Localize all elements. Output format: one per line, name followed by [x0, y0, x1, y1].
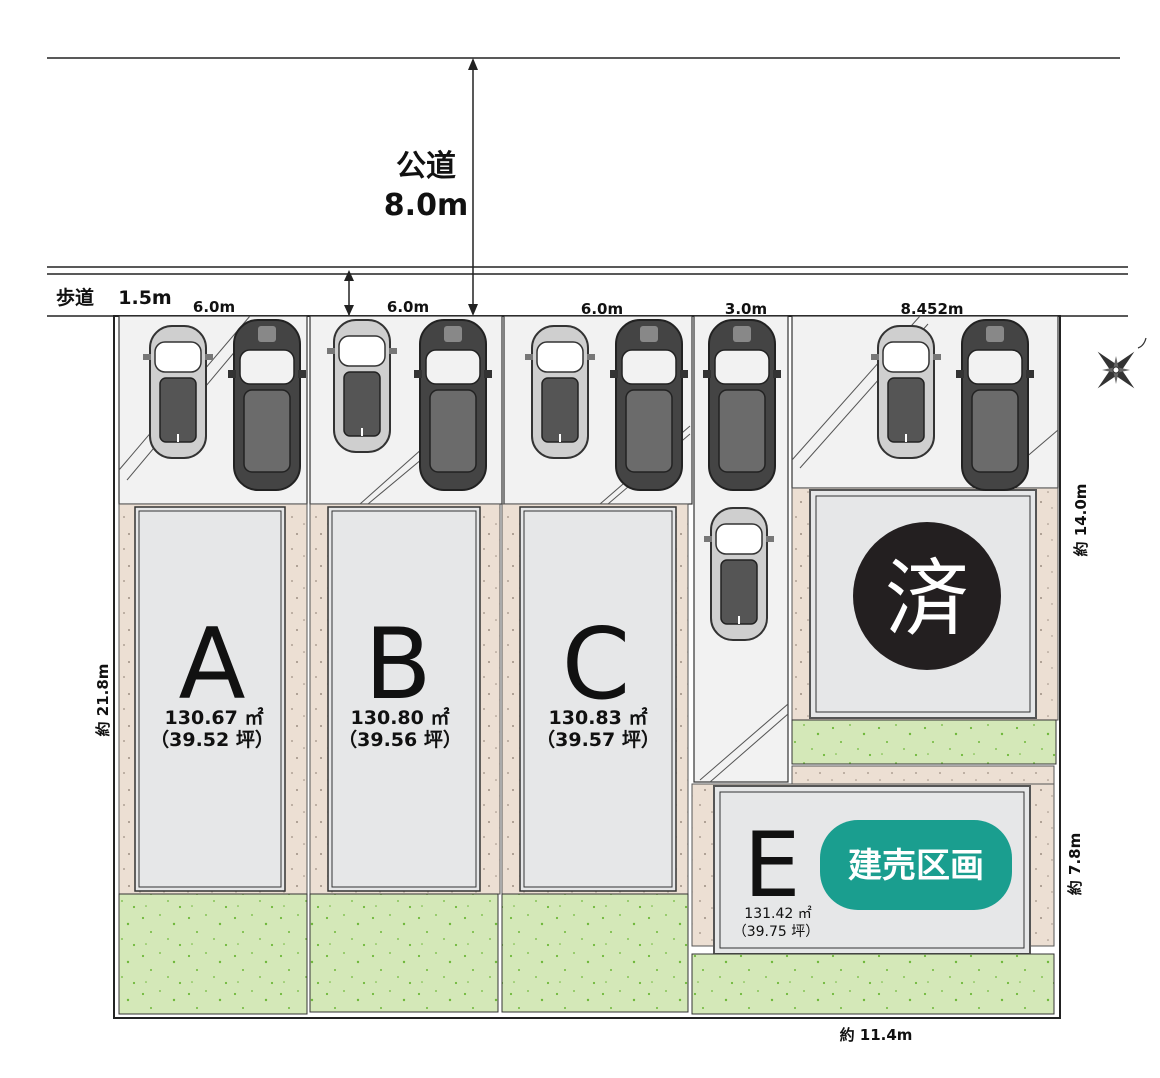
lot-c-area: 130.83 ㎡ — [549, 706, 648, 729]
dim-d-depth: 約 14.0m — [1072, 484, 1090, 557]
lot-b-tsubo: （39.56 坪） — [338, 728, 462, 751]
dim-left-depth: 約 21.8m — [94, 664, 112, 737]
lot-b — [309, 315, 503, 1013]
for-sale-label: 建売区画 — [848, 846, 984, 886]
access-lane — [693, 315, 789, 783]
lot-a-tsubo: （39.52 坪） — [150, 728, 274, 751]
sidewalk-width-arrow — [344, 270, 354, 316]
compass-icon — [1097, 337, 1147, 389]
lot-e-tsubo: （39.75 坪） — [733, 924, 820, 940]
lot-b-letter: B — [364, 608, 431, 722]
sold-badge — [853, 522, 1001, 670]
dim-e-width: 約 11.4m — [840, 1026, 913, 1044]
road-width-arrow — [468, 58, 478, 316]
lot-e-area: 131.42 ㎡ — [744, 906, 811, 922]
lot-b-area: 130.80 ㎡ — [351, 706, 450, 729]
dim-e-depth: 約 7.8m — [1066, 833, 1084, 895]
lot-c — [501, 315, 693, 1013]
frontage-b: 6.0m — [387, 298, 429, 316]
lot-a-area: 130.67 ㎡ — [165, 706, 264, 729]
lot-c-tsubo: （39.57 坪） — [536, 728, 660, 751]
sold-mark: 済 — [885, 550, 969, 648]
frontage-a: 6.0m — [193, 298, 235, 316]
frontage-d: 8.452m — [900, 300, 963, 318]
lot-a — [118, 315, 308, 1015]
lot-e-letter: E — [744, 813, 801, 918]
for-sale-badge — [820, 820, 1012, 910]
lot-a-letter: A — [178, 608, 245, 722]
lot-c-letter: C — [562, 608, 630, 722]
frontage-lane: 3.0m — [725, 300, 767, 318]
frontage-c: 6.0m — [581, 300, 623, 318]
road-lines — [47, 57, 1128, 317]
road-label: 公道 — [396, 149, 456, 184]
road-width: 8.0m — [384, 188, 468, 223]
sidewalk-width: 1.5m — [118, 287, 171, 309]
sidewalk-label: 歩道 — [56, 286, 94, 309]
